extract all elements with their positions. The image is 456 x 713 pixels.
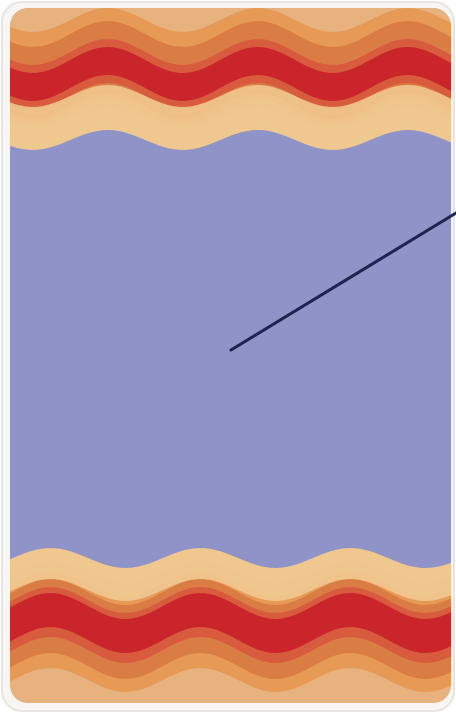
bottom-wavy-bands [0, 548, 456, 713]
top-wavy-bands [0, 0, 456, 150]
